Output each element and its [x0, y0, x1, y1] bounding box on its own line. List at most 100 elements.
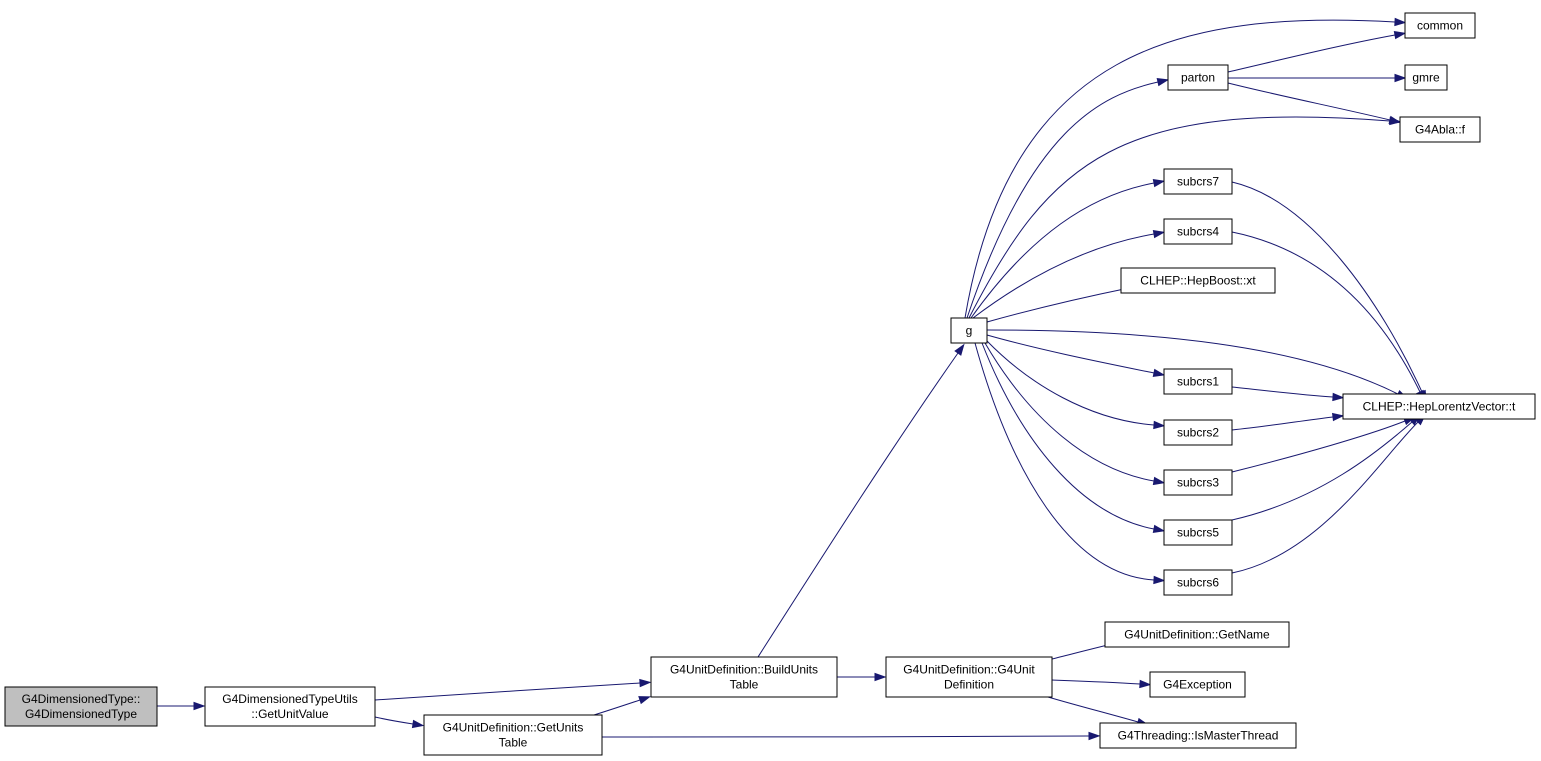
- edge-g-to-subcrs5: [981, 342, 1155, 530]
- arrowhead-g-to-common: [1394, 17, 1407, 27]
- arrowhead-g-to-parton: [1156, 78, 1170, 87]
- node-label-hepboostxt-line-0: CLHEP::HepBoost::xt: [1140, 274, 1256, 288]
- node-label-g4ablaf-line-0: G4Abla::f: [1415, 123, 1466, 137]
- arrowhead-root-to-getunitvalue: [193, 701, 206, 711]
- node-label-gmre-line-0: gmre: [1412, 71, 1440, 85]
- arrowhead-getunitvalue-to-buildunitstable: [639, 678, 652, 688]
- edge-g-to-subcrs6: [974, 342, 1155, 581]
- node-label-parton-line-0: parton: [1181, 71, 1215, 85]
- node-box-parton[interactable]: [1167, 64, 1229, 91]
- node-box-common[interactable]: [1404, 12, 1476, 39]
- node-label-subcrs4-line-0: subcrs4: [1177, 225, 1219, 239]
- arrowhead-g-to-subcrs2: [1153, 420, 1166, 430]
- node-g[interactable]: g: [950, 317, 988, 344]
- arrowhead-subcrs2-to-heplorentzt: [1331, 412, 1345, 422]
- arrowhead-getunitstable-to-buildunitstable: [638, 696, 651, 705]
- node-box-g4ablaf[interactable]: [1399, 116, 1481, 143]
- node-getname[interactable]: G4UnitDefinition::GetName: [1104, 621, 1290, 648]
- arrowhead-g-to-subcrs3: [1152, 476, 1166, 486]
- node-box-getunitstable[interactable]: [423, 714, 603, 756]
- node-box-subcrs2[interactable]: [1163, 419, 1233, 446]
- node-label-g4exception-line-0: G4Exception: [1163, 678, 1232, 692]
- edge-g4unitdef-to-g4exception: [1051, 679, 1141, 685]
- node-label-subcrs1-line-0: subcrs1: [1177, 375, 1219, 389]
- node-box-g4unitdef[interactable]: [885, 656, 1053, 698]
- node-label-g4unitdef-line-1: Definition: [944, 678, 994, 692]
- node-label-getunitvalue-line-1: ::GetUnitValue: [251, 707, 328, 721]
- arrowhead-subcrs1-to-heplorentzt: [1332, 392, 1345, 402]
- edge-g-to-g4ablaf: [968, 116, 1391, 319]
- node-label-subcrs5-line-0: subcrs5: [1177, 526, 1219, 540]
- node-getunitvalue[interactable]: G4DimensionedTypeUtils::GetUnitValue: [204, 686, 376, 727]
- edge-g-to-subcrs1: [986, 334, 1155, 374]
- node-subcrs4[interactable]: subcrs4: [1163, 218, 1233, 245]
- node-g4unitdef[interactable]: G4UnitDefinition::G4UnitDefinition: [885, 656, 1053, 698]
- nodes-layer: G4DimensionedType::G4DimensionedTypeG4Di…: [4, 12, 1536, 756]
- node-box-hepboostxt[interactable]: [1120, 267, 1276, 294]
- edge-g-to-subcrs7: [970, 182, 1155, 319]
- edge-g-to-common: [964, 19, 1396, 319]
- node-label-subcrs7-line-0: subcrs7: [1177, 175, 1219, 189]
- node-label-g4unitdef-line-0: G4UnitDefinition::G4Unit: [903, 663, 1035, 677]
- node-gmre[interactable]: gmre: [1404, 64, 1448, 91]
- node-parton[interactable]: parton: [1167, 64, 1229, 91]
- edge-g-to-subcrs3: [984, 342, 1155, 482]
- node-box-subcrs7[interactable]: [1163, 168, 1233, 195]
- edge-g-to-hepboostxt: [986, 287, 1130, 323]
- node-subcrs7[interactable]: subcrs7: [1163, 168, 1233, 195]
- node-box-subcrs6[interactable]: [1163, 569, 1233, 596]
- node-box-g[interactable]: [950, 317, 988, 344]
- edge-parton-to-g4ablaf: [1227, 82, 1391, 121]
- node-box-subcrs5[interactable]: [1163, 519, 1233, 546]
- arrowhead-getunitstable-to-ismasterthread: [1088, 731, 1101, 741]
- node-heplorentzt[interactable]: CLHEP::HepLorentzVector::t: [1342, 393, 1536, 420]
- node-box-ismasterthread[interactable]: [1099, 722, 1297, 749]
- arrowhead-g-to-subcrs5: [1152, 524, 1166, 534]
- edge-getunitvalue-to-buildunitstable: [374, 682, 641, 701]
- edge-getunitvalue-to-getunitstable: [374, 716, 414, 725]
- node-subcrs1[interactable]: subcrs1: [1163, 368, 1233, 395]
- edge-subcrs2-to-heplorentzt: [1231, 416, 1334, 431]
- node-box-gmre[interactable]: [1404, 64, 1448, 91]
- node-box-heplorentzt[interactable]: [1342, 393, 1536, 420]
- node-label-getunitstable-line-0: G4UnitDefinition::GetUnits: [443, 721, 584, 735]
- node-g4exception[interactable]: G4Exception: [1149, 671, 1246, 698]
- node-label-buildunitstable-line-1: Table: [730, 678, 759, 692]
- node-ismasterthread[interactable]: G4Threading::IsMasterThread: [1099, 722, 1297, 749]
- node-common[interactable]: common: [1404, 12, 1476, 39]
- node-hepboostxt[interactable]: CLHEP::HepBoost::xt: [1120, 267, 1276, 294]
- edge-getunitstable-to-ismasterthread: [601, 735, 1090, 738]
- edge-subcrs1-to-heplorentzt: [1231, 386, 1334, 398]
- edge-subcrs7-to-heplorentzt: [1231, 181, 1423, 393]
- edge-g-to-heplorentzt: [986, 329, 1399, 395]
- node-label-g-line-0: g: [966, 324, 973, 338]
- node-label-root-line-1: G4DimensionedType: [25, 707, 137, 721]
- node-root[interactable]: G4DimensionedType::G4DimensionedType: [4, 686, 158, 727]
- node-g4ablaf[interactable]: G4Abla::f: [1399, 116, 1481, 143]
- node-label-heplorentzt-line-0: CLHEP::HepLorentzVector::t: [1363, 400, 1516, 414]
- node-box-getname[interactable]: [1104, 621, 1290, 648]
- node-box-subcrs1[interactable]: [1163, 368, 1233, 395]
- edge-subcrs3-to-heplorentzt: [1231, 420, 1406, 473]
- edge-parton-to-common: [1227, 34, 1396, 73]
- arrowhead-g-to-subcrs6: [1153, 575, 1166, 585]
- node-box-buildunitstable[interactable]: [650, 656, 838, 698]
- edge-subcrs4-to-heplorentzt: [1231, 231, 1421, 393]
- node-box-subcrs4[interactable]: [1163, 218, 1233, 245]
- arrowhead-buildunitstable-to-g: [954, 343, 965, 356]
- node-label-ismasterthread-line-0: G4Threading::IsMasterThread: [1118, 729, 1279, 743]
- node-subcrs2[interactable]: subcrs2: [1163, 419, 1233, 446]
- node-label-getname-line-0: G4UnitDefinition::GetName: [1124, 628, 1270, 642]
- edge-getunitstable-to-buildunitstable: [593, 699, 641, 716]
- arrowhead-parton-to-gmre: [1394, 73, 1407, 83]
- node-label-common-line-0: common: [1417, 19, 1463, 33]
- node-box-g4exception[interactable]: [1149, 671, 1246, 698]
- node-subcrs6[interactable]: subcrs6: [1163, 569, 1233, 596]
- node-subcrs5[interactable]: subcrs5: [1163, 519, 1233, 546]
- node-box-subcrs3[interactable]: [1163, 469, 1233, 496]
- node-box-root[interactable]: [4, 686, 158, 727]
- node-box-getunitvalue[interactable]: [204, 686, 376, 727]
- node-subcrs3[interactable]: subcrs3: [1163, 469, 1233, 496]
